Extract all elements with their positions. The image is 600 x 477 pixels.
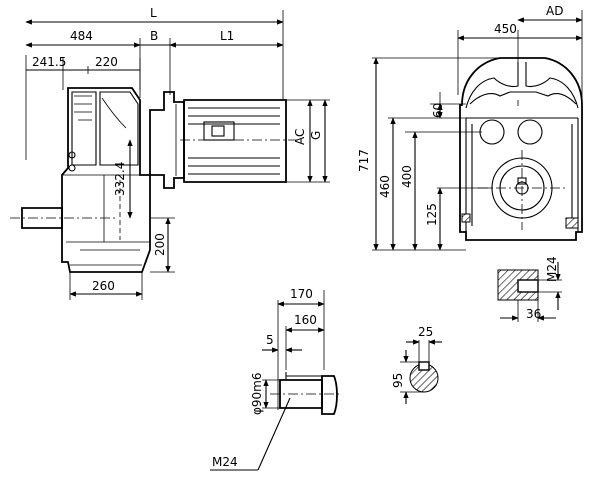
dim-B-label: B [150, 29, 158, 43]
front-view: AD 450 [357, 4, 583, 251]
dim-60-label: 60 [431, 103, 445, 118]
dim-AD-label: AD [546, 4, 563, 18]
side-view-motor-dimensions: AC G [286, 99, 330, 183]
dim-200: 200 [150, 217, 175, 273]
key-section: 25 95 [391, 325, 442, 404]
gear-housing [61, 87, 151, 273]
dim-332-4: 332.4 [113, 139, 133, 219]
foot-M24-label: M24 [545, 256, 559, 282]
front-view-top-dimensions: AD 450 [457, 4, 583, 100]
dim-36-label: 36 [526, 307, 541, 321]
side-view: L 484 B L1 241.5 220 [10, 6, 330, 300]
dim-125-label: 125 [425, 203, 439, 226]
dim-160-label: 160 [294, 313, 317, 327]
dim-L1-label: L1 [220, 29, 234, 43]
dim-L-label: L [150, 6, 157, 20]
motor-body [180, 99, 300, 183]
dim-332-4-label: 332.4 [113, 162, 127, 196]
dim-G-label: G [309, 131, 323, 140]
motor-flange [149, 91, 185, 189]
dim-400-label: 400 [400, 165, 414, 188]
dim-170-label: 170 [290, 287, 313, 301]
dim-260: 260 [69, 272, 143, 300]
dim-220-label: 220 [95, 55, 118, 69]
side-view-top-dimensions: L 484 B L1 241.5 220 [25, 6, 284, 160]
dim-717-label: 717 [357, 149, 371, 172]
front-housing [459, 57, 583, 241]
foot-hole-detail: M24 36 [497, 256, 562, 322]
dim-AC-label: AC [293, 129, 307, 145]
dim-484-label: 484 [70, 29, 93, 43]
dim-200-label: 200 [153, 233, 167, 256]
front-view-vertical-dimensions: 717 460 400 60 125 [357, 57, 500, 251]
dim-450-label: 450 [494, 22, 517, 36]
output-shaft [10, 207, 115, 229]
dim-260-label: 260 [92, 279, 115, 293]
shaft-M24-label: M24 [212, 455, 238, 469]
dim-95-label: 95 [391, 373, 405, 388]
dim-5-label: 5 [266, 333, 274, 347]
dim-241-5-label: 241.5 [32, 55, 66, 69]
dim-25-label: 25 [418, 325, 433, 339]
dim-460-label: 460 [378, 175, 392, 198]
dim-phi90m6-label: φ90m6 [250, 372, 264, 415]
shaft-detail: 170 160 5 φ90m6 M24 [210, 287, 342, 471]
